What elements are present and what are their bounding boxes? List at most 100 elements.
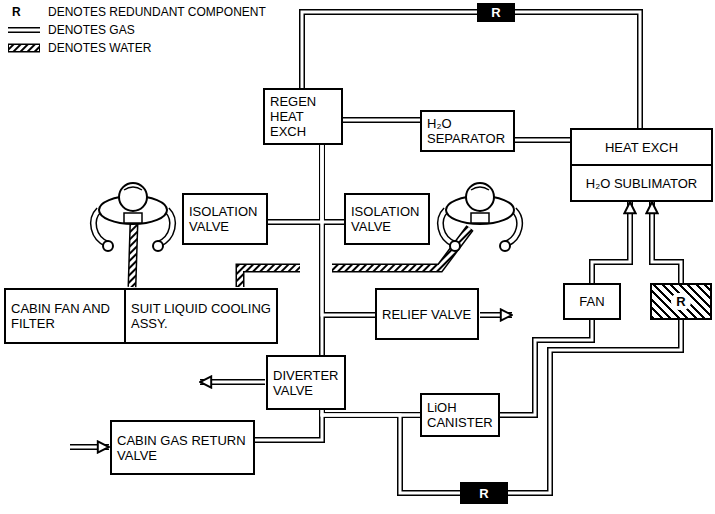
flow-arrowhead (343, 120, 420, 121)
heat-exchanger-box: HEAT EXCHH₂O SUBLIMATOR (570, 128, 713, 202)
gas-pipe-core (302, 12, 477, 88)
water-line-sample (8, 44, 40, 53)
flow-arrowhead (322, 145, 344, 222)
gas-pipe-core (515, 139, 570, 142)
pipe-cores (255, 12, 681, 493)
inlet-arrow-core (70, 446, 109, 449)
chest-pack (471, 213, 489, 223)
chest-pack (124, 213, 142, 223)
legend-text: DENOTES GAS (48, 23, 135, 37)
gas-pipe (302, 12, 477, 88)
node-label: R (463, 486, 505, 501)
legend-entry: DENOTES WATER (48, 40, 151, 56)
valve-box: CABIN GAS RETURN VALVE (110, 420, 255, 475)
helmet-visor (124, 187, 142, 190)
separator-box: H₂O SEPARATOR (420, 110, 515, 152)
valve-box: ISOLATION VALVE (344, 193, 430, 245)
gas-pipe-core (321, 145, 324, 355)
inlet-arrow-head (70, 447, 109, 448)
node-label: CABIN GAS RETURN VALVE (117, 433, 248, 463)
fan-filter-box: CABIN FAN AND FILTER (4, 288, 126, 344)
outlet-arrow (200, 379, 265, 385)
valve-box: DIVERTER VALVE (266, 355, 346, 410)
node-label: RELIEF VALVE (382, 307, 472, 322)
node-label: ISOLATION VALVE (351, 204, 423, 234)
valve-box: ISOLATION VALVE (182, 193, 268, 245)
node-label: H₂O SUBLIMATOR (572, 164, 711, 200)
canister-box: LiOH CANISTER (420, 393, 500, 437)
astronaut-helmet (119, 183, 147, 211)
gas-pipe-core (515, 12, 640, 128)
gas-pipe (343, 117, 420, 123)
outlet-arrow-core (200, 381, 265, 384)
legend-symbol: R (12, 4, 21, 20)
node-label: LiOH CANISTER (427, 400, 493, 430)
astronaut-hand (153, 241, 163, 251)
gas-pipe (322, 145, 344, 222)
gas-pipe (592, 202, 630, 283)
heat-exchanger-box: REGEN HEAT EXCH (263, 88, 343, 145)
node-label: SUIT LIQUID COOLING ASSY. (131, 301, 271, 331)
valve-box: RELIEF VALVE (375, 288, 479, 340)
vent-arrow (480, 312, 512, 318)
helmet-visor (471, 187, 489, 190)
node-label: HEAT EXCH (572, 130, 711, 164)
flow-arrowhead (515, 140, 570, 141)
gas-pipe-core (268, 145, 322, 222)
astronaut-hand (450, 241, 460, 251)
fan-box: FAN (563, 283, 621, 320)
flow-arrowhead (500, 320, 592, 415)
node-label: CABIN FAN AND FILTER (11, 301, 119, 331)
gas-pipe (255, 415, 420, 440)
gas-line-sample-core (8, 29, 40, 32)
legend-text: DENOTES WATER (48, 41, 151, 55)
flow-arrowhead (255, 415, 420, 440)
flow-arrowhead (592, 202, 630, 283)
vent-arrow-head (480, 315, 512, 316)
astronaut-helmet (466, 183, 494, 211)
cooling-assembly-box: SUIT LIQUID COOLING ASSY. (124, 288, 278, 344)
node-label: H₂O SEPARATOR (427, 116, 508, 146)
flow-arrowhead (268, 145, 322, 222)
node-label: ISOLATION VALVE (189, 204, 261, 234)
redundant-component: R (650, 283, 712, 320)
gas-pipe (515, 137, 570, 143)
inlet-arrow (70, 444, 109, 450)
water-line-sample-hatch (9, 45, 39, 51)
gas-pipe-core (500, 320, 592, 415)
gas-pipe-core (343, 119, 420, 122)
vent-arrow-core (480, 314, 512, 317)
redundant-component: R (477, 3, 515, 22)
pipe-heads (255, 12, 681, 493)
gas-pipe-core (508, 320, 681, 493)
water-line (240, 268, 300, 287)
legend-text: DENOTES REDUNDANT COMPONENT (48, 5, 266, 19)
flow-arrowhead (515, 12, 640, 128)
astronaut-hand (103, 241, 113, 251)
legend-entry: DENOTES REDUNDANT COMPONENT (48, 4, 266, 20)
node-label: FAN (570, 294, 614, 309)
gas-pipe (268, 145, 322, 222)
astronaut-figure (440, 183, 519, 251)
gas-pipe (652, 202, 681, 283)
flow-arrowhead (322, 145, 323, 355)
flow-arrowhead (652, 202, 681, 283)
node-label: REGEN HEAT EXCH (270, 94, 336, 139)
water-line-hatch (240, 268, 300, 287)
gas-pipe-core (255, 415, 420, 440)
node-label: DIVERTER VALVE (273, 368, 339, 398)
gas-pipe-core (652, 202, 681, 283)
water-hose (132, 222, 134, 287)
astronaut-figure (93, 183, 172, 251)
gas-pipe (515, 12, 640, 128)
flow-arrowhead (508, 320, 681, 493)
legend-entry: DENOTES GAS (48, 22, 135, 38)
node-label: R (480, 5, 512, 20)
gas-pipe (319, 145, 325, 355)
gas-pipe-core (592, 202, 630, 283)
outlet-arrow-head (200, 382, 265, 383)
gas-pipe-core (322, 145, 344, 222)
flow-arrowhead (302, 12, 477, 88)
